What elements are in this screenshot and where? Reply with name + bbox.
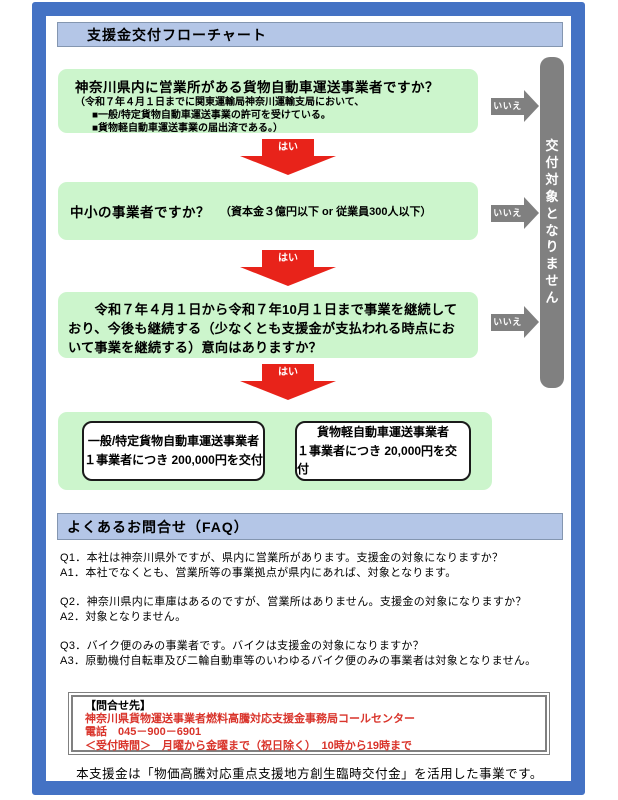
contact-name: 神奈川県貨物運送事業者燃料高騰対応支援金事務局コールセンター bbox=[85, 713, 415, 726]
result-line: 一般/特定貨物自動車運送事業者 bbox=[87, 434, 260, 449]
right-arrow-head-icon bbox=[524, 306, 539, 338]
yes-label: はい bbox=[262, 364, 314, 381]
flow-step-1-box: 神奈川県内に営業所がある貨物自動車運送事業者ですか？ （令和７年４月１日までに関… bbox=[58, 69, 478, 135]
no-right-arrow: いいえ bbox=[491, 306, 539, 338]
contact-phone: 電話 045－900－6901 bbox=[85, 726, 202, 739]
not-eligible-bar: 交付対象となりません bbox=[540, 57, 564, 388]
no-label: いいえ bbox=[491, 313, 524, 331]
faq-answer: A3．原動機付自転車及び二輪自動車等のいわゆるバイク便のみの事業者は対象となりま… bbox=[60, 654, 537, 667]
down-arrow-head-icon bbox=[240, 381, 336, 400]
no-label: いいえ bbox=[491, 97, 524, 115]
faq-question: Q3．バイク便のみの事業者です。バイクは支援金の対象になりますか？ bbox=[60, 640, 425, 652]
faq-item: Q2．神奈川県内に車庫はあるのですが、営業所はありません。支援金の対象になります… bbox=[60, 595, 565, 624]
page-title: 支援金交付フローチャート bbox=[57, 22, 563, 47]
yes-label: はい bbox=[262, 139, 314, 156]
down-arrow-head-icon bbox=[240, 267, 336, 286]
flow-step-1-question: 神奈川県内に営業所がある貨物自動車運送事業者ですか？ bbox=[75, 80, 439, 95]
no-right-arrow: いいえ bbox=[491, 90, 539, 122]
faq-item: Q1．本社は神奈川県外ですが、県内に営業所があります。支援金の対象になりますか？… bbox=[60, 551, 565, 580]
result-box-light-cargo: 貨物軽自動車運送事業者 １事業者につき 20,000円を交付 bbox=[295, 421, 471, 481]
yes-down-arrow: はい bbox=[240, 250, 336, 286]
result-line: 貨物軽自動車運送事業者 bbox=[316, 425, 449, 440]
result-line: １事業者につき 200,000円を交付 bbox=[84, 453, 263, 467]
flow-step-1-note-line: ■貨物軽自動車運送事業の届出済である。） bbox=[92, 123, 283, 135]
not-eligible-label: 交付対象となりません bbox=[545, 138, 559, 306]
faq-answer: A1．本社でなくとも、営業所等の事業拠点が県内にあれば、対象となります。 bbox=[60, 566, 457, 579]
contact-heading: 【問合せ先】 bbox=[85, 700, 151, 712]
flow-step-3-box: 令和７年４月１日から令和７年10月１日まで事業を継続しており、今後も継続する（少… bbox=[58, 292, 478, 358]
right-arrow-head-icon bbox=[524, 90, 539, 122]
flow-step-2-note: （資本金３億円以下 or 従業員300人以下） bbox=[220, 206, 432, 218]
contact-box: 【問合せ先】 神奈川県貨物運送事業者燃料高騰対応支援金事務局コールセンター 電話… bbox=[68, 692, 550, 755]
faq-item: Q3．バイク便のみの事業者です。バイクは支援金の対象になりますか？ A3．原動機… bbox=[60, 639, 565, 668]
faq-list: Q1．本社は神奈川県外ですが、県内に営業所があります。支援金の対象になりますか？… bbox=[60, 551, 565, 683]
result-box-general-cargo: 一般/特定貨物自動車運送事業者 １事業者につき 200,000円を交付 bbox=[82, 421, 265, 481]
flow-step-1-note-line: （令和７年４月１日までに関東運輸局神奈川運輸支局において、 bbox=[75, 97, 365, 108]
result-line: １事業者につき 20,000円を交付 bbox=[297, 443, 458, 477]
yes-label: はい bbox=[262, 250, 314, 267]
flow-step-2-box: 中小の事業者ですか？ （資本金３億円以下 or 従業員300人以下） bbox=[58, 182, 478, 240]
right-arrow-head-icon bbox=[524, 197, 539, 229]
flow-step-2-question: 中小の事業者ですか？ bbox=[70, 205, 210, 220]
footer-note: 本支援金は「物価高騰対応重点支援地方創生臨時交付金」を活用した事業です。 bbox=[76, 767, 543, 781]
no-label: いいえ bbox=[491, 204, 524, 222]
yes-down-arrow: はい bbox=[240, 364, 336, 400]
faq-question: Q1．本社は神奈川県外ですが、県内に営業所があります。支援金の対象になりますか？ bbox=[60, 552, 504, 564]
down-arrow-head-icon bbox=[240, 156, 336, 175]
no-right-arrow: いいえ bbox=[491, 197, 539, 229]
result-container: 一般/特定貨物自動車運送事業者 １事業者につき 200,000円を交付 貨物軽自… bbox=[58, 412, 492, 490]
faq-question: Q2．神奈川県内に車庫はあるのですが、営業所はありません。支援金の対象になります… bbox=[60, 596, 527, 608]
yes-down-arrow: はい bbox=[240, 139, 336, 175]
faq-title: よくあるお問合せ（FAQ） bbox=[57, 513, 563, 540]
flow-step-1-note-line: ■一般/特定貨物自動車運送事業の許可を受けている。 bbox=[92, 110, 331, 122]
contact-hours: ＜受付時間＞ 月曜から金曜まで（祝日除く） 10時から19時まで bbox=[85, 739, 412, 752]
faq-answer: A2．対象となりません。 bbox=[60, 610, 187, 623]
contact-box-inner: 【問合せ先】 神奈川県貨物運送事業者燃料高騰対応支援金事務局コールセンター 電話… bbox=[71, 695, 547, 752]
